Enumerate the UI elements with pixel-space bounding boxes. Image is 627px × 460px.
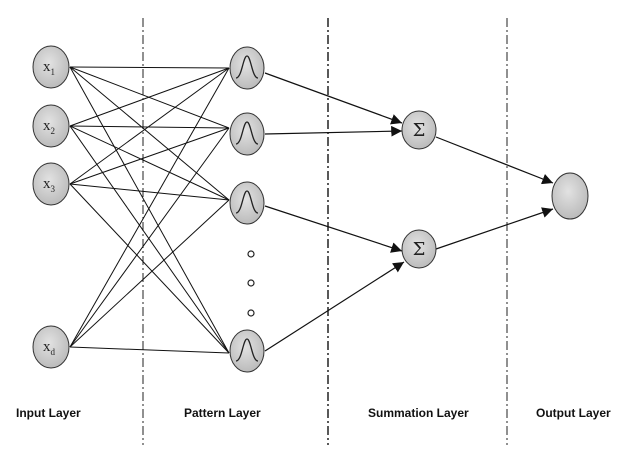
input-node-subscript: d [51,347,56,357]
summation-node-1: Σ [401,110,437,150]
svg-text:x2: x2 [43,118,55,136]
input-node-d: xd [32,325,70,369]
input-layer-label: Input Layer [16,406,81,420]
summation-output-arrows [435,136,554,250]
pattern-node-2 [229,112,265,156]
sigma-icon: Σ [413,239,426,260]
pattern-node-3 [229,181,265,225]
pattern-ellipsis [247,250,255,317]
gaussian-icon [235,121,259,145]
svg-text:xd: xd [43,339,56,357]
output-node [551,172,589,220]
gaussian-icon [235,190,259,214]
input-node-label: x [43,118,51,134]
sigma-icon: Σ [413,120,426,141]
summation-layer-label: Summation Layer [368,406,469,420]
input-node-label: x [43,339,51,355]
gaussian-icon [235,55,259,79]
output-layer-label: Output Layer [536,406,611,420]
input-node-label: x [43,176,51,192]
svg-text:x1: x1 [43,59,55,77]
input-node-1: x1 [32,45,70,89]
gaussian-icon [235,338,259,362]
pattern-layer-label: Pattern Layer [184,406,261,420]
input-node-3: x3 [32,162,70,206]
input-node-subscript: 3 [51,184,56,194]
summation-node-2: Σ [401,229,437,269]
pattern-summation-arrows [264,72,405,352]
pattern-node-n [229,329,265,373]
pattern-node-1 [229,46,265,90]
input-node-subscript: 2 [51,126,56,136]
input-node-2: x2 [32,104,70,148]
input-pattern-connections [69,66,230,354]
svg-text:x3: x3 [43,176,56,194]
input-node-subscript: 1 [51,67,56,77]
input-node-label: x [43,59,51,75]
